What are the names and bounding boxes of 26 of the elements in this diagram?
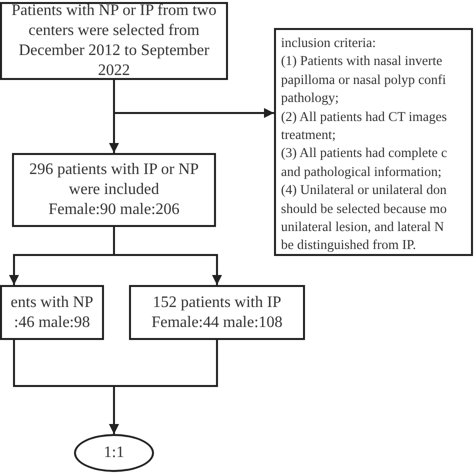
node-text: inclusion criteria: [281,34,376,52]
node-text: Female:90 male:206 [48,200,180,220]
node-text: unilateral lesion, and lateral N [281,218,444,236]
node-text: Female:44 male:108 [151,312,283,332]
node-text: be distinguished from IP. [281,236,416,254]
node-text: and pathological information; [281,162,442,181]
node-text: (2) All patients had CT images [281,108,447,126]
criteria-box [274,28,473,256]
node-text: treatment; [281,126,336,144]
node-text: pathology; [281,89,339,108]
arrow [113,80,274,118]
node-text: :46 male:98 [14,312,90,332]
process-box [0,285,104,340]
process-box [12,153,216,227]
arrow [109,340,218,434]
node-text: (3) All patients had complete c [281,144,448,162]
node-text: ents with NP [10,292,94,312]
node-text: 152 patients with IP [152,292,282,312]
node-text: (4) Unilateral or unilateral don [281,181,447,200]
node-text: papilloma or nasal polyp confi [281,70,446,89]
node-text: Patients with NP or IP from two centers were selected from December 2012 to September 2022 [10,1,218,81]
node-text: 1:1 [104,443,124,463]
node-text: should be selected because mo [281,200,447,218]
node-text: 296 patients with IP or NP were included [28,160,200,200]
node-text: (1) Patients with nasal inverte [281,52,442,70]
process-box [129,285,305,340]
